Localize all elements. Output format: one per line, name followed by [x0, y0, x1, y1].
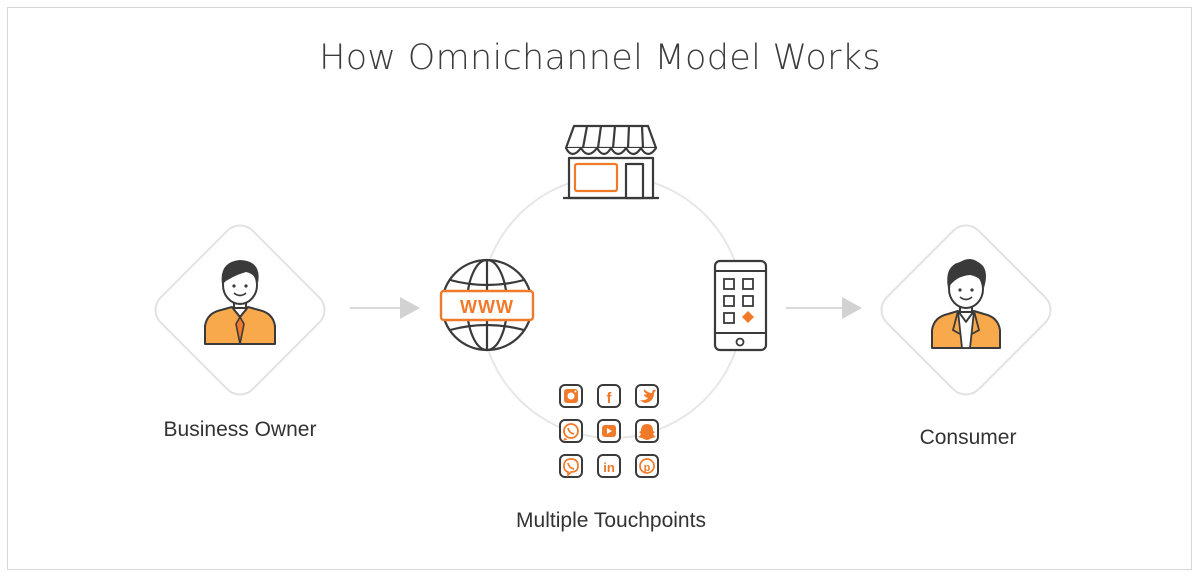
smartphone-icon: [713, 259, 768, 352]
svg-text:in: in: [603, 460, 615, 475]
social-icons-grid: f in: [559, 384, 659, 478]
consumer-label: Consumer: [919, 426, 1017, 449]
pinterest-icon: p: [635, 454, 659, 478]
person-consumer-icon: [931, 259, 1001, 349]
arrow-owner-to-channels: [350, 297, 420, 319]
www-text: WWW: [460, 297, 514, 317]
business-owner-label: Business Owner: [163, 418, 317, 441]
youtube-icon: [597, 419, 621, 443]
twitter-icon: [635, 384, 659, 408]
facebook-icon: f: [597, 384, 621, 408]
svg-text:f: f: [607, 390, 613, 407]
snapchat-icon: [635, 419, 659, 443]
linkedin-icon: in: [597, 454, 621, 478]
www-badge: WWW: [439, 289, 535, 322]
person-owner-icon: [204, 260, 276, 345]
touchpoints-label: Multiple Touchpoints: [516, 509, 706, 532]
store-icon: [563, 124, 659, 200]
diagram-title: How Omnichannel Model Works: [319, 38, 881, 78]
instagram-icon: [559, 384, 583, 408]
viber-icon: [559, 454, 583, 478]
svg-text:p: p: [644, 462, 651, 474]
whatsapp-icon: [559, 419, 583, 443]
arrow-channels-to-consumer: [786, 297, 862, 319]
